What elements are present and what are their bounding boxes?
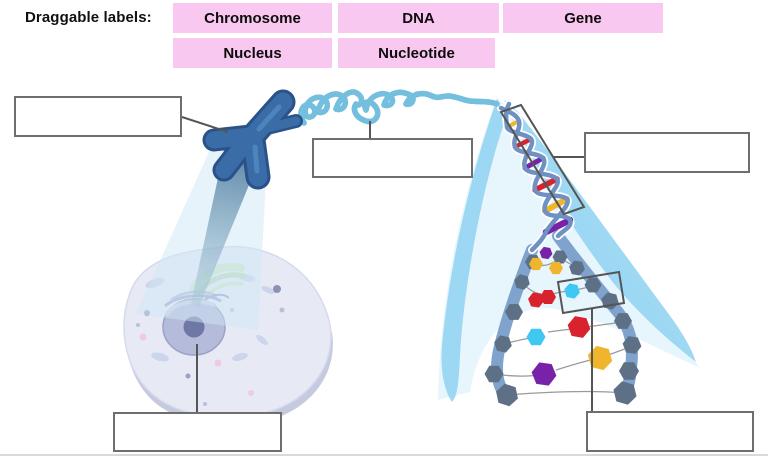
ladder-right-backbone [552,230,638,398]
bottom-divider [0,454,768,456]
drop-zone-nucleus[interactable] [113,412,282,452]
prompt-label: Draggable labels: [25,9,152,26]
nucleotide-frame [556,270,626,315]
chromosome-illustration [202,89,303,190]
label-chip-nucleus[interactable]: Nucleus [173,38,332,68]
gene-frame [499,103,586,216]
label-chip-chromosome[interactable]: Chromosome [173,3,332,33]
label-chip-gene[interactable]: Gene [503,3,663,33]
drop-zone-chromosome[interactable] [14,96,182,137]
chromosome-to-nucleus-beam [191,150,258,307]
leader-line-chromosome [181,116,229,133]
drop-zone-gene[interactable] [584,132,750,173]
nucleotide-ladder-illustration [484,230,643,409]
label-chip-dna[interactable]: DNA [338,3,499,33]
drop-zone-nucleotide[interactable] [586,411,754,452]
drop-zone-dna[interactable] [312,138,473,178]
dna-coil-illustration [301,92,500,126]
label-chip-nucleotide[interactable]: Nucleotide [338,38,495,68]
